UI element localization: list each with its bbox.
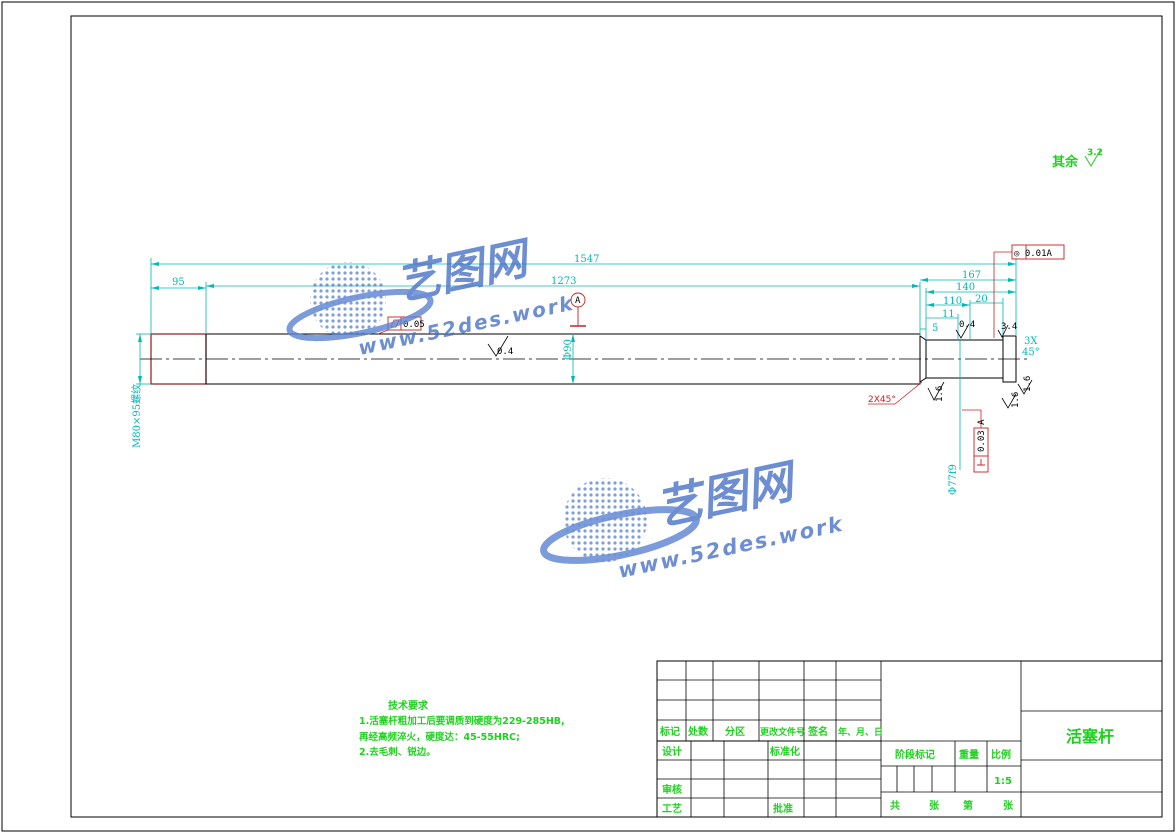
surface-rough-2: 1.6 — [1011, 392, 1021, 408]
watermark-center: 艺图网 www.52des.work — [540, 453, 846, 583]
dim-140: 140 — [956, 282, 975, 293]
tol-perp-value: 0.03 A — [977, 419, 987, 452]
rev-header-4: 签名 — [807, 725, 828, 738]
dim-dia-77: Φ77f9 — [948, 464, 959, 495]
dim-chamfer-right-a: 3X — [1024, 336, 1038, 347]
surface-right-end: 3.4 — [1001, 322, 1017, 332]
surface-rough-3: 1.6 — [1023, 376, 1033, 392]
dimension-lines — [136, 258, 1017, 470]
notes-line-1: 1.活塞杆粗加工后要调质到硬度为229-285HB, — [359, 715, 565, 727]
rev-header-0: 标记 — [659, 725, 680, 738]
watermark-brand-center: 艺图网 — [651, 453, 803, 536]
surface-rough-1: 1.6 — [935, 386, 945, 402]
watermark-brand-top: 艺图网 — [392, 232, 538, 311]
sheet-no: 第 — [963, 799, 973, 812]
surface-groove: 0.4 — [959, 320, 975, 330]
surface-symbols — [487, 323, 1033, 409]
sheet-total: 共 — [890, 799, 900, 812]
dim-11: 11 — [942, 309, 955, 320]
dim-chamfer-left: 2X45° — [868, 395, 896, 405]
tolerance-perp: 0.03 A — [962, 409, 989, 473]
title-block — [656, 660, 1163, 818]
label-design: 设计 — [662, 745, 682, 758]
dim-167: 167 — [962, 270, 981, 281]
rev-header-3: 更改文件号 — [760, 726, 805, 738]
label-stage: 阶段标记 — [895, 748, 935, 761]
label-approve: 批准 — [773, 802, 793, 815]
dim-20: 20 — [975, 294, 988, 305]
tol-flatness-value: 0.05 — [403, 320, 425, 330]
chamfer-leader — [894, 381, 923, 405]
dim-5: 5 — [932, 323, 938, 334]
dim-dia-90: Φ90 — [563, 339, 574, 360]
label-weight: 重量 — [959, 748, 979, 761]
notes-heading: 技术要求 — [388, 699, 429, 712]
title-block-text: 标记 处数 分区 更改文件号 签名 年、月、日 设计 标准化 审核 工艺 批准 … — [659, 725, 1114, 815]
rest-roughness-value: 3.2 — [1087, 148, 1103, 158]
rest-roughness-symbol — [1084, 148, 1102, 167]
rest-roughness-label: 其余 — [1052, 154, 1079, 170]
tol-coaxiality-value: ◎ 0.01A — [1014, 249, 1053, 259]
tolerance-coaxiality: ◎ 0.01A — [993, 244, 1065, 338]
dim-1273: 1273 — [551, 276, 576, 287]
datum-label: A — [575, 296, 581, 306]
dim-thread-length: 95 — [172, 277, 185, 288]
label-scale: 比例 — [991, 748, 1011, 761]
scale-value: 1:5 — [994, 776, 1012, 787]
label-review: 审核 — [662, 783, 682, 796]
dim-total-length: 1547 — [574, 254, 599, 265]
dim-thread-spec: M80×95螺纹 — [130, 384, 143, 448]
rev-header-5: 年、月、日 — [838, 726, 883, 738]
dim-110: 110 — [943, 296, 962, 307]
notes-line-3: 2.去毛刺、锐边。 — [359, 746, 436, 758]
rev-header-1: 处数 — [687, 725, 709, 738]
arrowheads — [138, 262, 1016, 384]
surface-rod: 0.4 — [497, 347, 513, 357]
datum-a: A — [570, 292, 586, 327]
watermark-top: 艺图网 www.52des.work — [286, 232, 577, 360]
notes-line-2: 再经高频淬火，硬度达：45-55HRC; — [359, 731, 520, 743]
dim-chamfer-right-b: 45° — [1022, 347, 1040, 358]
inner-border — [70, 15, 1163, 818]
label-standard: 标准化 — [769, 745, 800, 758]
rev-header-2: 分区 — [725, 725, 745, 738]
sheet-unit-2: 张 — [1003, 799, 1014, 812]
label-process: 工艺 — [662, 802, 682, 815]
part-name: 活塞杆 — [1066, 727, 1114, 746]
sheet-unit-1: 张 — [929, 799, 940, 812]
